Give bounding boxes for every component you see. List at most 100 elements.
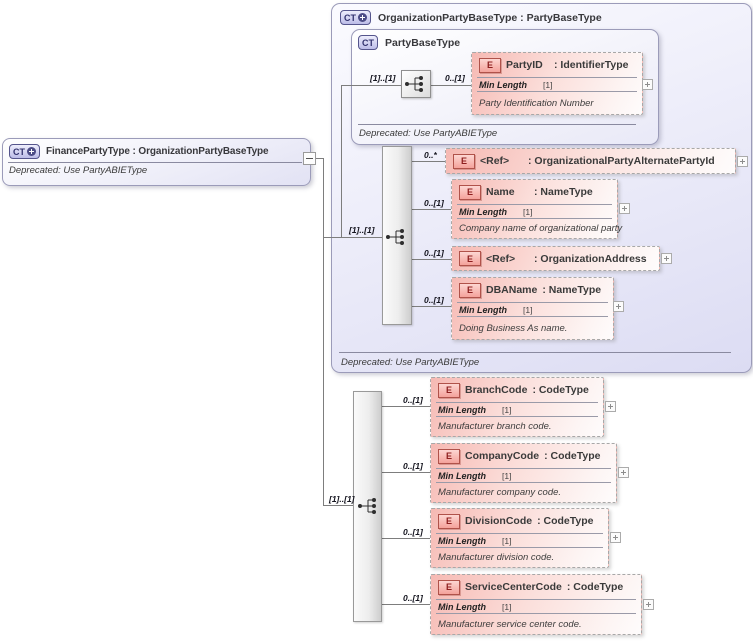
- divider: [436, 482, 611, 483]
- element-dbaname[interactable]: E DBAName : NameType Min Length [1] Doin…: [451, 277, 614, 340]
- element-icon: E: [438, 382, 460, 398]
- element-name-label: <Ref>: [486, 252, 516, 265]
- element-name-label: DivisionCode: [465, 515, 533, 527]
- expand-icon[interactable]: [613, 301, 624, 312]
- element-branchcode[interactable]: E BranchCode : CodeType Min Length [1] M…: [430, 377, 604, 437]
- element-name-label: CompanyCode: [465, 450, 540, 462]
- element-icon: E: [438, 513, 460, 529]
- sequence-icon[interactable]: [384, 227, 410, 252]
- element-partyid[interactable]: E PartyID : IdentifierType Min Length [1…: [471, 52, 643, 115]
- element-icon: E: [479, 57, 501, 73]
- connector-line: [341, 85, 401, 86]
- element-servicecentercode[interactable]: E ServiceCenterCode : CodeType Min Lengt…: [430, 574, 642, 635]
- expand-icon[interactable]: [605, 401, 616, 412]
- element-ref-organizationaddress[interactable]: E <Ref> : OrganizationAddress: [451, 246, 660, 271]
- divider: [8, 162, 302, 163]
- expand-icon[interactable]: [618, 467, 629, 478]
- element-type-label: : NameType: [542, 284, 602, 296]
- plus-icon: [27, 147, 36, 156]
- divider: [436, 547, 603, 548]
- min-length-value: [1]: [502, 404, 512, 415]
- min-length-value: [1]: [502, 470, 512, 481]
- cardinality-label: 0..[1]: [403, 527, 423, 537]
- box-title: FinancePartyType : OrganizationPartyBase…: [46, 146, 269, 157]
- deprecated-note: Deprecated: Use PartyABIEType: [9, 165, 148, 176]
- deprecated-note: Deprecated: Use PartyABIEType: [341, 357, 480, 368]
- element-name-label: ServiceCenterCode: [465, 581, 562, 593]
- connector-line: [412, 259, 451, 260]
- min-length-value: [1]: [502, 535, 512, 546]
- element-description: Manufacturer branch code.: [438, 421, 552, 432]
- cardinality-label: 0..[1]: [445, 73, 465, 83]
- plus-icon: [358, 13, 367, 22]
- complex-type-icon: CT: [340, 10, 371, 25]
- element-type-label: : OrganizationAddress: [534, 252, 647, 265]
- expand-icon[interactable]: [661, 253, 672, 264]
- min-length-value: [1]: [543, 79, 553, 90]
- min-length-label: Min Length: [459, 304, 507, 315]
- element-description: Manufacturer service center code.: [438, 618, 582, 630]
- element-name-label: Name: [486, 186, 515, 198]
- element-description: Manufacturer company code.: [438, 487, 562, 498]
- complex-type-icon: CT: [358, 35, 378, 50]
- divider: [436, 599, 636, 600]
- min-length-value: [1]: [523, 206, 533, 217]
- expand-icon[interactable]: [610, 532, 621, 543]
- cardinality-label: 0..[1]: [424, 248, 444, 258]
- element-type-label: : IdentifierType: [554, 59, 629, 71]
- cardinality-label: 0..[1]: [403, 395, 423, 405]
- connector-line: [323, 505, 363, 506]
- element-description: Party Identification Number: [479, 97, 594, 109]
- element-name-label: DBAName: [486, 284, 538, 296]
- element-type-label: : CodeType: [566, 581, 624, 593]
- element-icon: E: [459, 251, 481, 266]
- element-icon: E: [459, 282, 481, 298]
- element-icon: E: [438, 448, 460, 464]
- expand-icon[interactable]: [643, 599, 654, 610]
- expand-icon[interactable]: [737, 156, 748, 167]
- cardinality-label: 0..*: [424, 150, 437, 160]
- min-length-label: Min Length: [438, 404, 486, 415]
- sequence-icon[interactable]: [401, 70, 431, 98]
- connector-line: [323, 158, 324, 505]
- expand-icon[interactable]: [642, 79, 653, 90]
- element-description: Doing Business As name.: [459, 322, 568, 334]
- element-divisioncode[interactable]: E DivisionCode : CodeType Min Length [1]…: [430, 508, 609, 568]
- element-description: Company name of organizational party: [459, 223, 623, 234]
- connector-line: [382, 538, 430, 539]
- cardinality-label: 0..[1]: [424, 295, 444, 305]
- collapse-icon[interactable]: [303, 152, 316, 165]
- divider: [477, 91, 637, 92]
- min-length-value: [1]: [523, 304, 533, 315]
- box-title: PartyBaseType: [385, 36, 461, 49]
- min-length-value: [1]: [502, 601, 512, 612]
- connector-line: [412, 161, 445, 162]
- divider: [457, 204, 612, 205]
- divider: [436, 416, 598, 417]
- element-name[interactable]: E Name : NameType Min Length [1] Company…: [451, 179, 623, 239]
- element-companycode[interactable]: E CompanyCode : CodeType Min Length [1] …: [430, 443, 617, 503]
- expand-icon[interactable]: [619, 203, 630, 214]
- min-length-label: Min Length: [459, 206, 507, 217]
- ct-badge-label: CT: [13, 146, 25, 157]
- element-ref-alternatepartyid[interactable]: E <Ref> : OrganizationalPartyAlternatePa…: [445, 148, 736, 174]
- sequence-icon[interactable]: [356, 496, 382, 521]
- cardinality-label: 0..[1]: [424, 198, 444, 208]
- element-name-label: PartyID: [506, 59, 543, 71]
- min-length-label: Min Length: [438, 601, 486, 612]
- cardinality-label: [1]..[1]: [370, 73, 396, 83]
- box-title: OrganizationPartyBaseType : PartyBaseTyp…: [378, 11, 602, 24]
- element-type-label: : CodeType: [537, 515, 594, 527]
- connector-line: [323, 237, 384, 238]
- cardinality-label: 0..[1]: [403, 593, 423, 603]
- connector-line: [382, 472, 430, 473]
- connector-line: [412, 209, 451, 210]
- complex-type-box-financepartytype[interactable]: CT FinancePartyType : OrganizationPartyB…: [2, 138, 311, 186]
- element-icon: E: [438, 579, 460, 595]
- element-type-label: : OrganizationalPartyAlternatePartyId: [528, 155, 715, 167]
- connector-line: [341, 85, 342, 237]
- connector-line: [316, 158, 323, 159]
- element-name-label: BranchCode: [465, 384, 528, 396]
- divider: [436, 402, 598, 403]
